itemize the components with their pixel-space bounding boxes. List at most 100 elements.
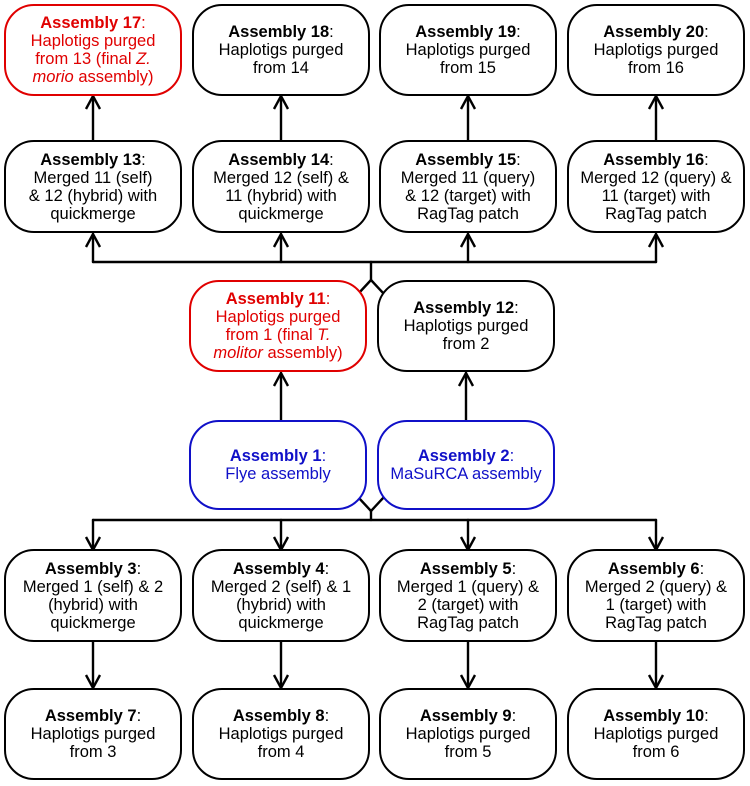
assembly-title: Assembly 19	[415, 23, 517, 41]
assembly-title: Assembly 17	[40, 14, 142, 32]
assembly-title: Assembly 11	[225, 290, 326, 308]
assembly-box-4: Assembly 4:Merged 2 (self) & 1(hybrid) w…	[192, 549, 370, 642]
junction-left	[356, 495, 373, 513]
assembly-box-15: Assembly 15:Merged 11 (query)& 12 (targe…	[379, 140, 557, 233]
assembly-description-line: morio assembly)	[32, 68, 154, 86]
arrow-head	[459, 93, 477, 110]
assembly-title: Assembly 9	[419, 707, 512, 725]
junction-right	[369, 495, 386, 513]
assembly-description-line: MaSuRCA assembly	[390, 465, 542, 483]
assembly-description-line: Merged 12 (self) &	[213, 168, 349, 187]
assembly-title: Assembly 16	[603, 150, 705, 169]
arrow-head	[84, 93, 102, 110]
assembly-description-line: Haplotigs purged	[405, 725, 531, 743]
assembly-description-line: from 4	[257, 743, 305, 761]
assembly-description-line: (hybrid) with	[48, 595, 138, 614]
assembly-description-line: Flye assembly	[225, 465, 331, 483]
assembly-description-line: quickmerge	[238, 613, 324, 632]
arrow-head	[459, 231, 477, 248]
assembly-description-line: Haplotigs purged	[215, 308, 341, 326]
assembly-description-line: Merged 12 (query) &	[580, 168, 732, 187]
assembly-description-line: from 16	[628, 59, 684, 77]
assembly-description-line: from 15	[440, 59, 496, 77]
assembly-description-line: Haplotigs purged	[405, 41, 531, 59]
assembly-description-line: molitor assembly)	[213, 344, 343, 362]
arrow-head	[647, 231, 665, 248]
assembly-box-6: Assembly 6:Merged 2 (query) &1 (target) …	[567, 549, 745, 642]
assembly-description-line: quickmerge	[238, 204, 324, 223]
assembly-title: Assembly 3	[44, 559, 137, 578]
assembly-box-1: Assembly 1:Flye assembly	[189, 420, 367, 510]
assembly-title: Assembly 18	[228, 23, 330, 41]
assembly-description-line: from 3	[69, 743, 117, 761]
assembly-box-16: Assembly 16:Merged 12 (query) &11 (targe…	[567, 140, 745, 233]
assembly-title: Assembly 13	[40, 150, 142, 169]
assembly-description-line: (hybrid) with	[236, 595, 326, 614]
assembly-title: Assembly 4	[232, 559, 325, 578]
arrow-head	[272, 93, 290, 110]
assembly-description-line: quickmerge	[50, 204, 136, 223]
assembly-description-line: from 13 (final Z.	[35, 50, 151, 68]
assembly-description-line: Haplotigs purged	[593, 725, 719, 743]
assembly-description-line: Haplotigs purged	[218, 725, 344, 743]
assembly-description-line: from 14	[253, 59, 309, 77]
assembly-description-line: & 12 (target) with	[405, 186, 531, 205]
assembly-description-line: Merged 1 (query) &	[396, 577, 540, 596]
assembly-description-line: from 2	[442, 335, 490, 353]
assembly-box-5: Assembly 5:Merged 1 (query) &2 (target) …	[379, 549, 557, 642]
arrow-head	[84, 231, 102, 248]
assembly-description-line: Merged 11 (self)	[33, 168, 153, 187]
assembly-description-line: quickmerge	[50, 613, 136, 632]
assembly-description-line: RagTag patch	[417, 613, 519, 632]
assembly-description-line: Haplotigs purged	[593, 41, 719, 59]
assembly-description-line: Merged 2 (query) &	[584, 577, 728, 596]
arrow-head	[272, 231, 290, 248]
assembly-description-line: Haplotigs purged	[30, 725, 156, 743]
arrow-head	[647, 93, 665, 110]
assembly-description-line: 11 (target) with	[601, 186, 711, 205]
assembly-title: Assembly 5	[419, 559, 512, 578]
assembly-description-line: from 5	[444, 743, 492, 761]
assembly-description-line: RagTag patch	[605, 613, 707, 632]
assembly-title: Assembly 12	[413, 299, 515, 317]
assembly-description-line: 1 (target) with	[605, 595, 707, 614]
arrow-head	[457, 370, 475, 387]
assembly-box-2: Assembly 2:MaSuRCA assembly	[377, 420, 555, 510]
assembly-description-line: Haplotigs purged	[218, 41, 344, 59]
assembly-box-13: Assembly 13:Merged 11 (self)& 12 (hybrid…	[4, 140, 182, 233]
assembly-title: Assembly 10	[603, 707, 705, 725]
assembly-title: Assembly 1	[229, 447, 322, 465]
assembly-description-line: Haplotigs purged	[403, 317, 529, 335]
assembly-description-line: 2 (target) with	[417, 595, 519, 614]
assembly-description-line: RagTag patch	[605, 204, 707, 223]
assembly-description-line: from 6	[632, 743, 680, 761]
assembly-title: Assembly 20	[603, 23, 705, 41]
assembly-title: Assembly 6	[607, 559, 700, 578]
assembly-title: Assembly 15	[415, 150, 517, 169]
arrow-head	[272, 370, 290, 387]
assembly-title: Assembly 7	[44, 707, 137, 725]
assembly-description-line: Merged 2 (self) & 1	[210, 577, 352, 596]
assembly-description-line: from 1 (final T.	[225, 326, 331, 344]
assembly-title: Assembly 8	[232, 707, 325, 725]
assembly-description-line: RagTag patch	[417, 204, 519, 223]
assembly-description-line: Merged 1 (self) & 2	[22, 577, 164, 596]
assembly-description-line: Haplotigs purged	[30, 32, 156, 50]
assembly-description-line: & 12 (hybrid) with	[28, 186, 158, 205]
assembly-title: Assembly 14	[228, 150, 330, 169]
assembly-box-3: Assembly 3:Merged 1 (self) & 2(hybrid) w…	[4, 549, 182, 642]
assembly-title: Assembly 2	[417, 447, 510, 465]
assembly-description-line: 11 (hybrid) with	[225, 186, 337, 205]
